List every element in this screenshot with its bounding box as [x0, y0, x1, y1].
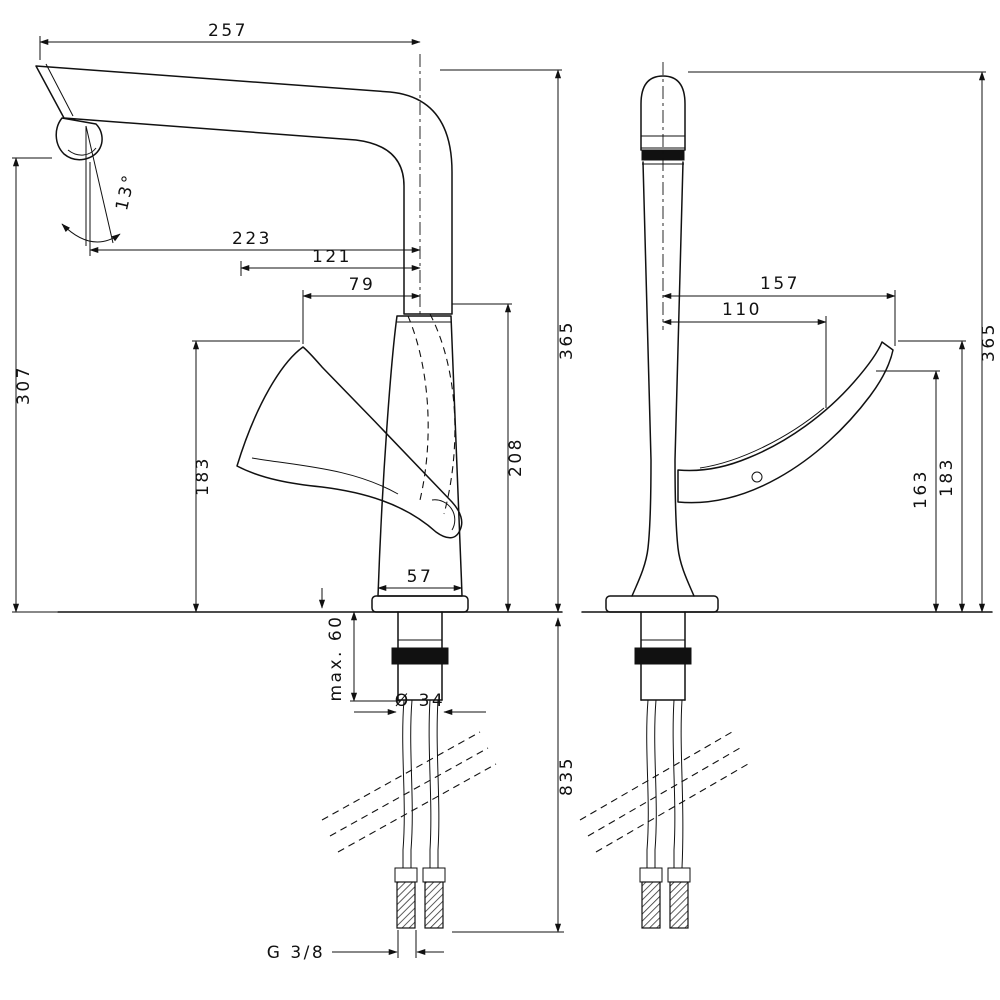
- dim-307: 307: [12, 157, 58, 613]
- dim-label-307: 307: [14, 365, 34, 405]
- escutcheon-side: [371, 595, 469, 613]
- dim-183-left: 183: [192, 340, 300, 613]
- escutcheon-front: [605, 595, 719, 613]
- dim-365-left: 365: [440, 69, 577, 613]
- handle-side: [236, 346, 463, 539]
- dim-110: 110: [662, 300, 827, 408]
- dim-max60: max. 60: [326, 611, 400, 702]
- dim-label-835: 835: [557, 756, 577, 796]
- dim-label-110: 110: [722, 300, 762, 320]
- dim-121: 121: [240, 247, 421, 276]
- mounting-nut-side: [391, 647, 449, 665]
- underdeck-front: [579, 611, 749, 929]
- spout-side: [35, 63, 453, 315]
- dim-223: 223: [89, 162, 421, 256]
- dim-label-257: 257: [208, 21, 248, 41]
- dim-208: 208: [452, 303, 526, 613]
- dim-label-79: 79: [349, 275, 376, 295]
- dim-dia34: Ø 34: [354, 691, 486, 716]
- dim-183-right: 183: [898, 340, 966, 613]
- dim-257: 257: [39, 21, 421, 60]
- dim-label-365-right: 365: [979, 322, 999, 362]
- dim-label-max60: max. 60: [326, 615, 346, 702]
- dim-79: 79: [302, 275, 421, 344]
- underdeck-side: [321, 611, 497, 929]
- dim-label-13deg: 13°: [112, 171, 140, 212]
- hose-break-symbol-left: [321, 731, 497, 853]
- dim-label-dia34: Ø 34: [395, 691, 445, 711]
- dim-835: 835: [452, 617, 577, 933]
- dim-365-right: 365: [688, 71, 999, 613]
- dim-163: 163: [876, 370, 940, 613]
- dim-label-157: 157: [760, 274, 800, 294]
- mounting-nut-front: [634, 647, 692, 665]
- dim-157: 157: [662, 274, 896, 346]
- dim-label-121: 121: [312, 247, 352, 267]
- hose-connectors-right: [639, 867, 691, 929]
- body-front: [605, 75, 719, 613]
- handle-front: [677, 341, 894, 504]
- dim-label-365-left: 365: [557, 320, 577, 360]
- dim-label-183-left: 183: [193, 456, 213, 496]
- spout-section-dashed: [407, 313, 456, 515]
- dim-label-57: 57: [407, 567, 434, 587]
- dim-label-208: 208: [506, 437, 526, 477]
- handle-pivot-screw: [751, 471, 763, 483]
- dim-label-g38: G 3/8: [267, 943, 325, 963]
- dim-g38: G 3/8: [267, 930, 444, 963]
- hose-connectors-left: [394, 867, 446, 929]
- aerator-outlet: [55, 117, 103, 161]
- hose-break-symbol-right: [579, 731, 749, 853]
- faucet-side-view: 257 13° 223 121 79 365: [12, 21, 577, 963]
- dim-label-183-right: 183: [937, 457, 957, 497]
- faucet-front-view: 157 110 365 163 183: [579, 62, 999, 929]
- dim-label-163: 163: [911, 469, 931, 509]
- dim-57: 57: [377, 567, 463, 592]
- dim-label-223: 223: [232, 229, 272, 249]
